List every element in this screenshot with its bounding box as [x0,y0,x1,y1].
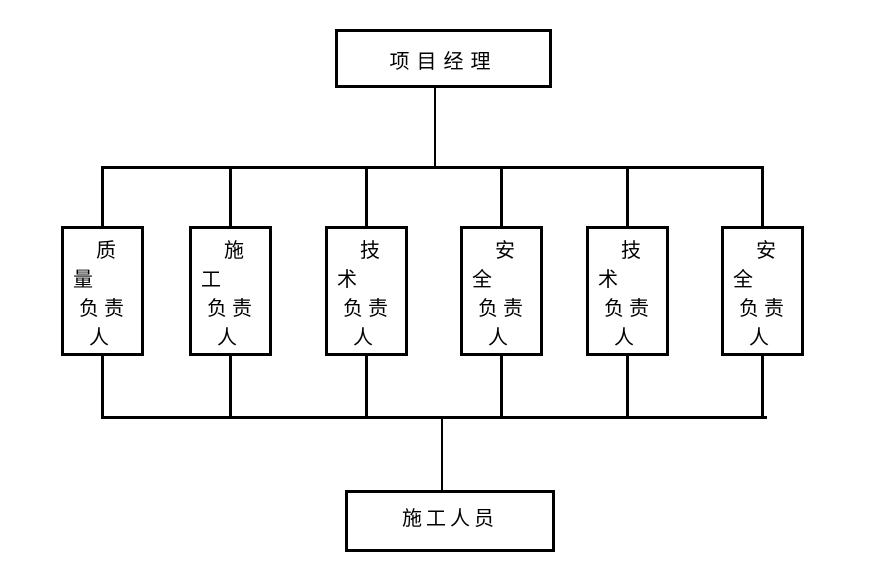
node-technical-leader-2: 技 术 负责 人 [586,226,669,356]
connector-drop-bottom-6 [761,353,764,418]
connector-drop-top-2 [229,166,232,228]
connector-top-bus [101,166,764,169]
node-label-line: 人 [89,325,109,349]
connector-bottom-bus [101,416,767,419]
connector-drop-bottom-5 [626,353,629,418]
connector-drop-bottom-4 [500,353,503,418]
connector-root-stem [434,86,436,168]
node-label-line: 人 [488,325,508,349]
node-label-line: 人 [614,325,634,349]
node-construction-crew: 施工人员 [345,490,555,552]
node-label-line: 负责 [604,296,654,320]
node-construction-leader: 施 工 负责 人 [189,226,272,356]
node-label-line: 质 [96,238,116,262]
node-safety-leader-2: 安 全 负责 人 [721,226,804,356]
node-label-line: 负责 [79,296,129,320]
node-label-line: 人 [749,325,769,349]
connector-drop-top-5 [626,166,629,228]
node-label-line: 量 [73,267,93,291]
node-safety-leader-1: 安 全 负责 人 [460,226,543,356]
node-label-line: 人 [353,325,373,349]
connector-bottom-stem [441,417,443,490]
node-label-line: 人 [217,325,237,349]
node-label: 施工人员 [402,506,498,530]
node-label-line: 安 [495,238,515,262]
node-label-line: 负责 [207,296,257,320]
node-label-line: 术 [337,267,357,291]
node-label-line: 术 [598,267,618,291]
node-quality-leader: 质 量 负责 人 [61,226,144,356]
node-label-line: 施 [224,238,244,262]
connector-drop-top-1 [101,166,104,228]
node-project-manager: 项目经理 [335,29,552,88]
node-label: 项目经理 [389,49,498,73]
node-label-line: 全 [733,267,753,291]
node-label-line: 安 [756,238,776,262]
node-label-line: 全 [472,267,492,291]
connector-drop-top-6 [761,166,764,228]
connector-drop-bottom-1 [101,353,104,418]
node-label-line: 负责 [739,296,789,320]
connector-drop-top-4 [500,166,503,228]
node-label-line: 负责 [478,296,528,320]
connector-drop-top-3 [365,166,368,228]
node-label-line: 技 [621,238,641,262]
node-label-line: 负责 [343,296,393,320]
connector-drop-bottom-3 [365,353,368,418]
connector-drop-bottom-2 [229,353,232,418]
node-technical-leader-1: 技 术 负责 人 [325,226,408,356]
node-label-line: 技 [360,238,380,262]
node-label-line: 工 [201,267,221,291]
